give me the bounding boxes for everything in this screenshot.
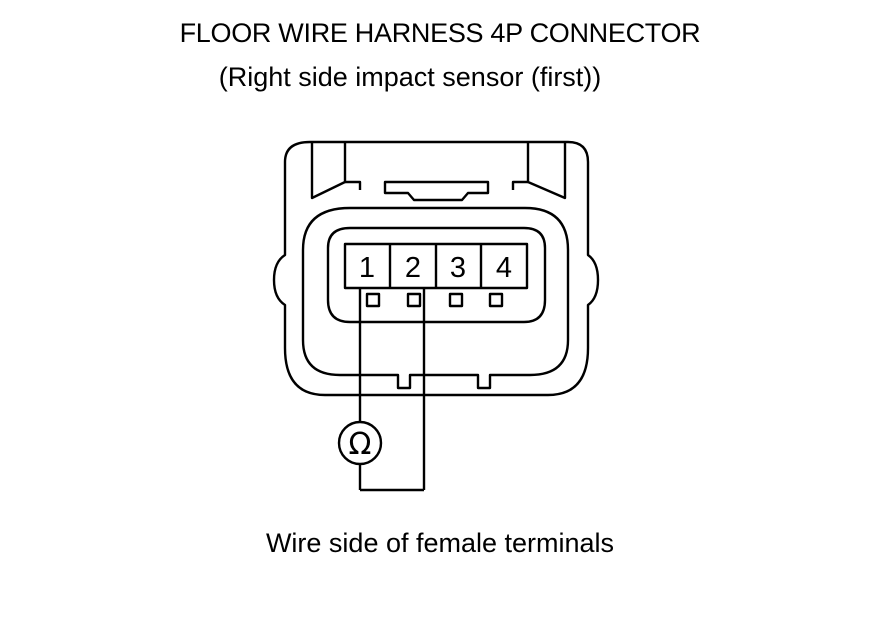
diagram-title: FLOOR WIRE HARNESS 4P CONNECTOR (179, 18, 701, 48)
terminal-cavity (326, 226, 547, 324)
left-latch-tab (345, 180, 362, 190)
top-key (383, 180, 490, 202)
probe-wires (358, 288, 426, 492)
connector-housing (272, 140, 600, 397)
terminal-holes (365, 292, 504, 308)
right-latch (526, 143, 567, 200)
diagram-caption: Wire side of female terminals (265, 528, 615, 558)
left-latch (310, 143, 347, 200)
terminal-hole (448, 292, 464, 308)
ohm-icon: Ω (349, 427, 372, 462)
pin-label-3: 3 (450, 252, 466, 284)
diagram-subtitle: (Right side impact sensor (first)) (218, 62, 602, 92)
ohmmeter: Ω (337, 420, 383, 466)
terminal-hole (488, 292, 504, 308)
ohmmeter-circle (337, 420, 383, 466)
housing-outer-outline (272, 140, 600, 397)
pin-label-2: 2 (405, 252, 421, 284)
right-latch-tab (511, 180, 528, 190)
terminal-hole (406, 292, 422, 308)
housing-inner-outline (301, 206, 570, 390)
pin-row: 1 2 3 4 (343, 242, 529, 290)
terminal-hole (365, 292, 381, 308)
pin-label-1: 1 (359, 252, 375, 284)
pin-label-4: 4 (496, 252, 512, 284)
